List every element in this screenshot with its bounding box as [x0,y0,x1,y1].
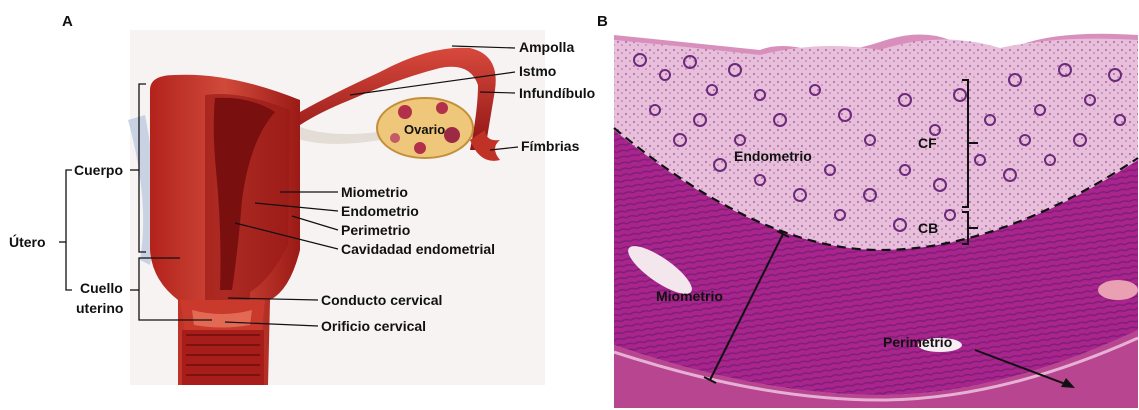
label-cuerpo: Cuerpo [74,162,123,178]
label-ovario: Ovario [404,122,445,137]
label-fimbrias: Fímbrias [521,138,580,154]
label-cuello-2: uterino [76,300,123,316]
label-endometrio: Endometrio [341,203,419,219]
label-cb: CB [918,220,938,236]
label-miometrio: Miometrio [341,184,408,200]
label-istmo: Istmo [519,63,556,79]
label-cf: CF [918,135,937,151]
label-infundibulo: Infundíbulo [519,85,595,101]
label-b-endometrio: Endometrio [734,148,812,164]
panel-a-letter: A [62,13,73,30]
label-utero: Útero [9,233,46,250]
label-b-perimetrio: Perimetrio [883,334,952,350]
label-ampolla: Ampolla [519,39,574,55]
label-conducto: Conducto cervical [321,292,442,308]
label-cuello-1: Cuello [80,280,123,296]
label-cavidad: Cavidadad endometrial [341,241,495,257]
label-orificio: Orificio cervical [321,318,426,334]
label-b-miometrio: Miometrio [656,288,723,304]
panel-b-letter: B [597,13,608,30]
histology-micrograph [614,28,1138,410]
label-perimetrio: Perimetrio [341,222,410,238]
